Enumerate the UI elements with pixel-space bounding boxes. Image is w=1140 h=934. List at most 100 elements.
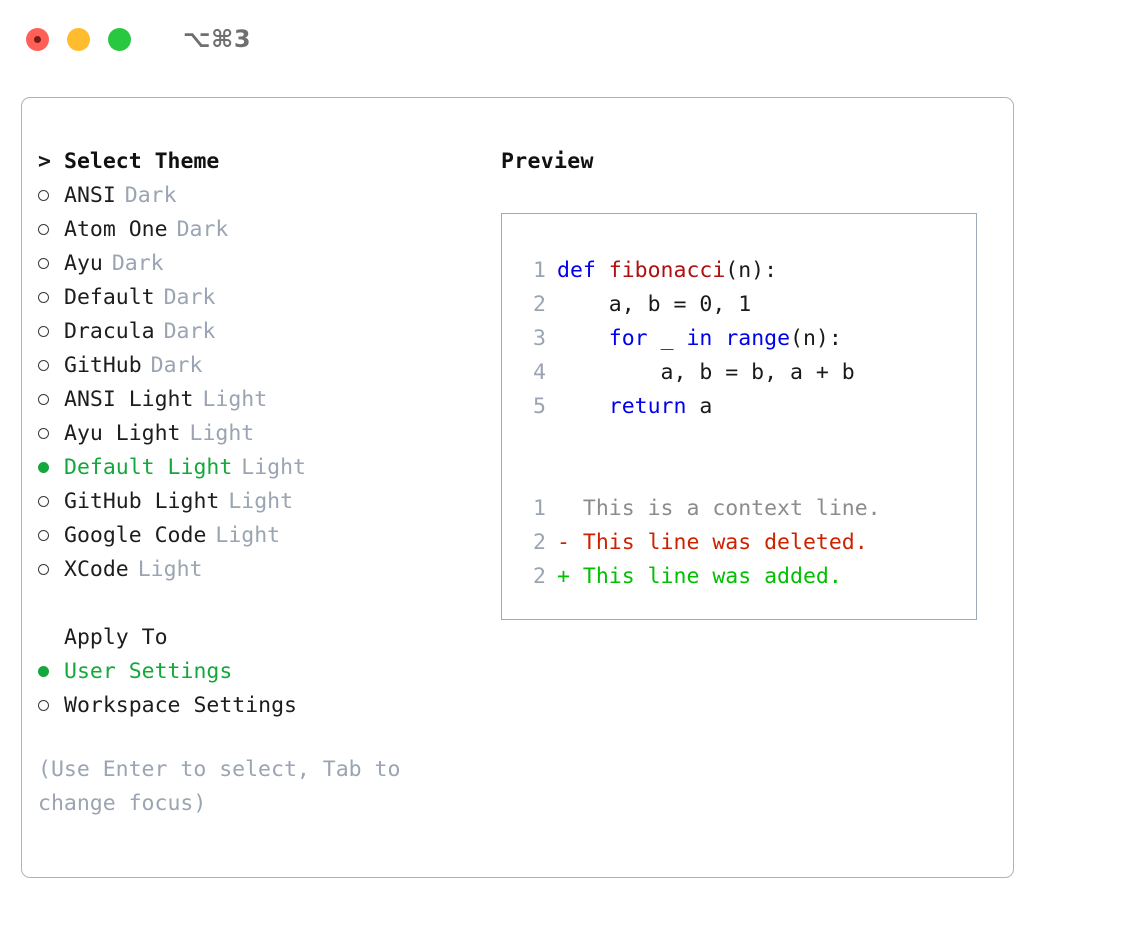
diff-line-added: 2 + This line was added.	[512, 560, 976, 594]
theme-option-ansi-light[interactable]: ANSI Light Light	[38, 383, 488, 417]
radio-unselected-icon[interactable]	[38, 688, 64, 722]
code-token-plain: _	[647, 326, 687, 351]
theme-variant: Dark	[163, 285, 216, 310]
theme-label: Dracula	[64, 319, 155, 344]
theme-variant: Dark	[163, 319, 216, 344]
theme-picker-column: > Select Theme ANSI Dark Atom One Dark A…	[38, 145, 488, 821]
radio-unselected-icon[interactable]	[38, 382, 64, 416]
code-text: def fibonacci(n):	[557, 254, 777, 288]
code-token-plain	[557, 394, 609, 419]
radio-unselected-icon[interactable]	[38, 212, 64, 246]
theme-variant: Dark	[176, 217, 229, 242]
code-token-plain: a, b = b, a + b	[557, 360, 855, 385]
theme-label: Ayu Light	[64, 421, 181, 446]
radio-unselected-icon[interactable]	[38, 484, 64, 518]
close-icon[interactable]	[26, 27, 49, 51]
theme-option-google-code[interactable]: Google Code Light	[38, 519, 488, 553]
radio-unselected-icon[interactable]	[38, 246, 64, 280]
line-number: 1	[533, 258, 546, 283]
radio-unselected-icon[interactable]	[38, 348, 64, 382]
minimize-icon[interactable]	[67, 27, 90, 51]
theme-variant: Dark	[124, 183, 177, 208]
select-theme-header: > Select Theme	[38, 145, 488, 179]
apply-to-label: Workspace Settings	[64, 693, 297, 718]
code-token-plain: a	[686, 394, 713, 419]
theme-label: Default Light	[64, 455, 233, 480]
theme-label: XCode	[64, 557, 129, 582]
apply-to-indent	[38, 621, 64, 655]
line-number: 3	[533, 326, 546, 351]
theme-variant: Light	[241, 455, 307, 480]
code-token-function: fibonacci	[608, 258, 726, 283]
code-text: a, b = 0, 1	[557, 288, 751, 322]
radio-unselected-icon[interactable]	[38, 416, 64, 450]
code-text: a, b = b, a + b	[557, 356, 855, 390]
main-panel: > Select Theme ANSI Dark Atom One Dark A…	[21, 97, 1014, 878]
theme-option-xcode[interactable]: XCode Light	[38, 553, 488, 587]
diff-text: This is a context line.	[557, 496, 881, 521]
apply-to-header: Apply To	[38, 621, 488, 655]
theme-option-ayu-dark[interactable]: Ayu Dark	[38, 247, 488, 281]
radio-unselected-icon[interactable]	[38, 280, 64, 314]
code-line: 2 a, b = 0, 1	[512, 288, 976, 322]
theme-option-dracula-dark[interactable]: Dracula Dark	[38, 315, 488, 349]
preview-column: Preview 1 def fibonacci(n): 2 a, b = 0, …	[501, 145, 991, 620]
diff-text: + This line was added.	[557, 564, 842, 589]
line-number: 4	[533, 360, 546, 385]
radio-selected-icon[interactable]	[38, 450, 64, 484]
maximize-icon[interactable]	[108, 27, 131, 51]
theme-option-ayu-light[interactable]: Ayu Light Light	[38, 417, 488, 451]
radio-unselected-icon[interactable]	[38, 314, 64, 348]
theme-label: Atom One	[64, 217, 168, 242]
code-line: 4 a, b = b, a + b	[512, 356, 976, 390]
theme-variant: Dark	[111, 251, 164, 276]
apply-to-option-workspace-settings[interactable]: Workspace Settings	[38, 689, 488, 723]
theme-option-default-light[interactable]: Default Light Light	[38, 451, 488, 485]
select-theme-title: Select Theme	[64, 149, 220, 174]
theme-option-ansi-dark[interactable]: ANSI Dark	[38, 179, 488, 213]
radio-unselected-icon[interactable]	[38, 178, 64, 212]
theme-variant: Dark	[150, 353, 203, 378]
diff-text: - This line was deleted.	[557, 530, 868, 555]
theme-option-github-light[interactable]: GitHub Light Light	[38, 485, 488, 519]
theme-option-github-dark[interactable]: GitHub Dark	[38, 349, 488, 383]
line-number: 2	[533, 564, 546, 589]
code-token-plain: (n):	[790, 326, 842, 351]
theme-variant: Light	[202, 387, 268, 412]
code-token-keyword: for	[608, 326, 648, 351]
theme-label: Default	[64, 285, 155, 310]
apply-to-option-user-settings[interactable]: User Settings	[38, 655, 488, 689]
list-spacer	[38, 587, 488, 621]
line-number: 1	[533, 496, 546, 521]
line-number: 2	[533, 530, 546, 555]
caret-icon: >	[38, 149, 51, 174]
code-token-keyword: return	[608, 394, 687, 419]
apply-to-label: User Settings	[64, 659, 233, 684]
code-token-builtin: range	[725, 326, 791, 351]
keyboard-shortcut-label: ⌥⌘3	[183, 25, 252, 53]
line-number: 2	[533, 292, 546, 317]
theme-variant: Light	[137, 557, 203, 582]
theme-option-atom-one-dark[interactable]: Atom One Dark	[38, 213, 488, 247]
theme-label: Google Code	[64, 523, 207, 548]
theme-label: GitHub	[64, 353, 142, 378]
diff-line-context: 1 This is a context line.	[512, 492, 976, 526]
theme-variant: Light	[189, 421, 255, 446]
traffic-lights	[26, 27, 131, 51]
code-token-plain	[557, 326, 609, 351]
preview-box: 1 def fibonacci(n): 2 a, b = 0, 1 3 for …	[501, 213, 977, 620]
code-line: 1 def fibonacci(n):	[512, 254, 976, 288]
code-line: 5 return a	[512, 390, 976, 424]
theme-variant: Light	[228, 489, 294, 514]
code-token-plain: (n):	[725, 258, 778, 283]
theme-variant: Light	[215, 523, 281, 548]
radio-unselected-icon[interactable]	[38, 552, 64, 586]
radio-unselected-icon[interactable]	[38, 518, 64, 552]
code-token-plain	[712, 326, 725, 351]
theme-option-default-dark[interactable]: Default Dark	[38, 281, 488, 315]
radio-selected-icon[interactable]	[38, 654, 64, 688]
diff-line-deleted: 2 - This line was deleted.	[512, 526, 976, 560]
preview-gap	[512, 424, 976, 458]
code-text: for _ in range(n):	[557, 322, 842, 356]
